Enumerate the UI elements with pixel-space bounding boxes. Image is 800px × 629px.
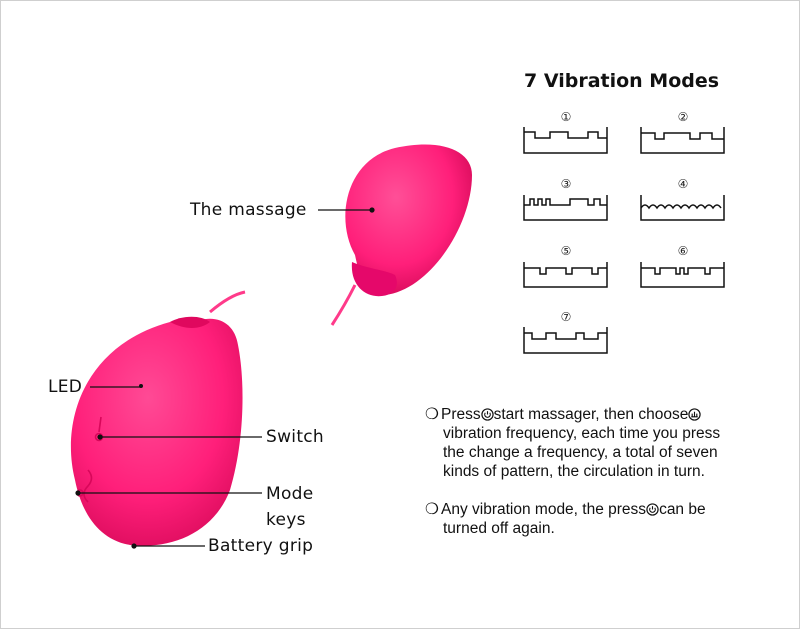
mode-4-waveform xyxy=(640,195,725,221)
mode-3-waveform xyxy=(523,195,608,221)
mode-number-5: ⑤ xyxy=(560,244,572,258)
vibration-modes-grid xyxy=(523,127,725,354)
mode-number-1: ① xyxy=(560,110,572,124)
mode-1-waveform xyxy=(523,127,608,154)
mode-number-3: ③ xyxy=(560,177,572,191)
mode-number-6: ⑥ xyxy=(677,244,689,258)
bullet-icon: ❍ xyxy=(425,406,439,423)
mode-6-waveform xyxy=(640,262,725,288)
cord xyxy=(209,290,246,314)
cord xyxy=(330,284,357,326)
mode-5-waveform xyxy=(523,262,608,288)
mode-2-waveform xyxy=(640,127,725,154)
modes-title: 7 Vibration Modes xyxy=(524,70,720,92)
mode-number-7: ⑦ xyxy=(560,310,572,324)
label-massage: The massage xyxy=(190,200,307,220)
label-led: LED xyxy=(48,377,83,397)
label-switch: Switch xyxy=(266,427,325,447)
power-icon xyxy=(646,503,659,516)
mode-icon xyxy=(688,408,702,421)
label-battery-grip: Battery grip xyxy=(208,536,314,556)
label-mode-keys-line1: Mode xyxy=(266,484,314,504)
label-mode-keys-line2: keys xyxy=(266,510,306,530)
power-icon xyxy=(480,408,494,421)
mode-number-2: ② xyxy=(677,110,689,124)
mode-7-waveform xyxy=(523,327,608,354)
bullet-icon: ❍ xyxy=(425,501,439,518)
massage-egg xyxy=(345,144,472,297)
remote-control xyxy=(70,316,243,546)
mode-number-4: ④ xyxy=(677,177,689,191)
